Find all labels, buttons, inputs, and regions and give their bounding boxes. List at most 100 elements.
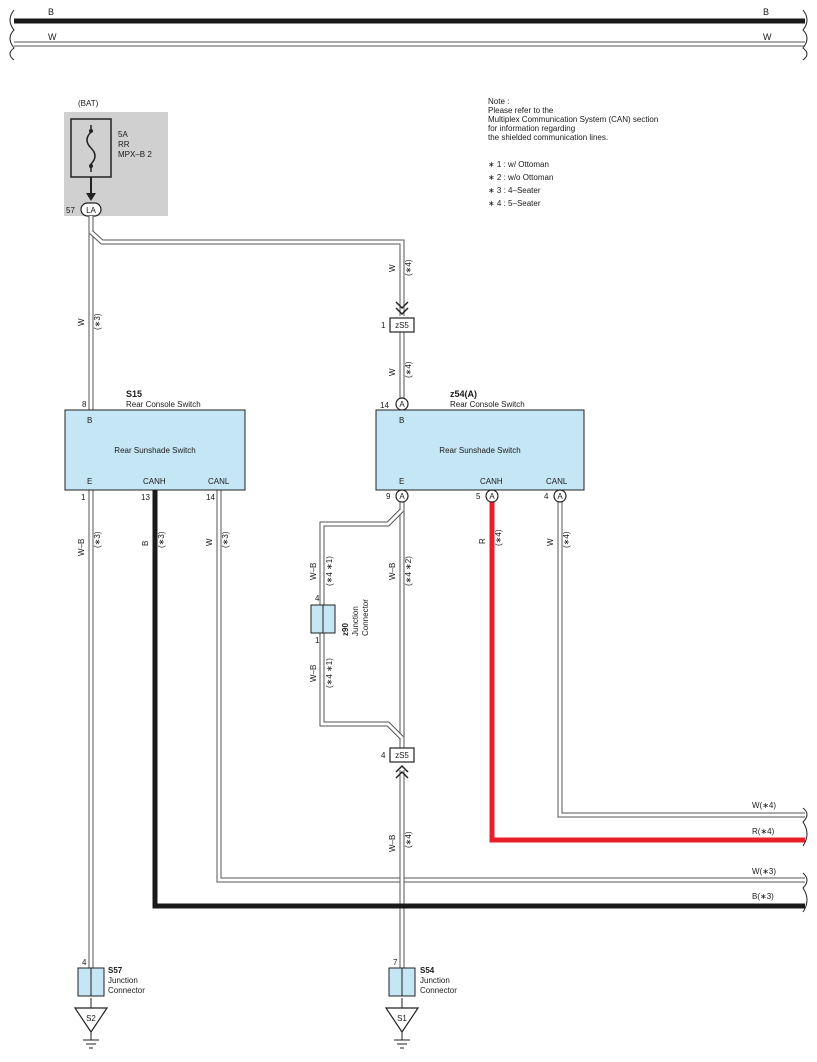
fuse-block: (BAT) 5A RR MPX–B 2 LA 57: [64, 99, 168, 217]
z90-pin-top: 4: [315, 594, 320, 603]
wire-note-s15-canl: (∗3): [221, 531, 230, 548]
wire-label-s15-canl: W: [205, 538, 214, 546]
z54-pin-canh-label: CANH: [480, 477, 503, 486]
s15-inner-label: Rear Sunshade Switch: [114, 446, 195, 455]
s15-pin-canh-number: 13: [141, 493, 150, 502]
note-line-2: Please refer to the: [488, 106, 554, 115]
z54-pin-b-number: 14: [380, 401, 389, 410]
note-line-1: Note :: [488, 97, 509, 106]
footnote-3: ∗ 3 : 4–Seater: [488, 186, 541, 195]
chevron-up-icon: [395, 764, 409, 779]
white-wires: [88, 216, 805, 1008]
z54-pin-canh-conn-label: A: [489, 492, 495, 501]
s54-desc-2: Connector: [420, 986, 457, 995]
ground-triangle-icon: [73, 1007, 109, 1034]
wire-label-s54: W–B: [388, 835, 397, 852]
z54-pin-e-label: E: [399, 477, 404, 486]
right-label-b3: B(∗3): [752, 892, 774, 901]
s15-component: S15 Rear Console Switch 8 B Rear Sunshad…: [64, 389, 246, 502]
wire-label-s15-e: W–B: [77, 539, 86, 556]
s54-pin: 7: [393, 958, 398, 967]
wire-labels: W (∗3) W (∗4) W (∗4) W–B (∗3) B (∗3) W (…: [77, 259, 571, 852]
wire-note-s15-b: (∗3): [93, 313, 102, 330]
right-label-w4: W(∗4): [752, 801, 776, 810]
z54-pin-canl-conn-label: A: [557, 492, 563, 501]
z54-pin-canl-connector: [553, 489, 567, 503]
s57-desc-1: Junction: [108, 976, 138, 985]
wire-note-zs5-z54: (∗4): [404, 361, 413, 378]
footnote-1: ∗ 1 : w/ Ottoman: [488, 160, 549, 169]
fuse-name-1: RR: [118, 140, 130, 149]
zs5-top-label: zS5: [395, 321, 409, 330]
s15-pin-e-label: E: [87, 477, 92, 486]
ground-icon: [394, 1032, 410, 1049]
s15-pin-b-label: B: [87, 416, 92, 425]
s15-id: S15: [126, 389, 142, 399]
chevron-down-icon: [395, 301, 409, 316]
wire-note-s54: (∗4): [404, 831, 413, 848]
wire-label-zs5-z54: W: [388, 368, 397, 376]
z54-inner-label: Rear Sunshade Switch: [439, 446, 520, 455]
s57-junction-connector: 4 S57 Junction Connector S2: [73, 958, 145, 1049]
z54-box: [375, 409, 585, 491]
s54-id: S54: [420, 966, 435, 975]
top-bus-black-label-left: B: [48, 7, 54, 17]
z54-id: z54(A): [450, 389, 477, 399]
right-label-r4: R(∗4): [752, 827, 775, 836]
wire-label-z54-e: W–B: [388, 563, 397, 580]
fuse-icon: [86, 125, 96, 172]
zs5-bottom-connector: zS5 4: [381, 747, 415, 779]
zs5-top-connector: zS5 1: [381, 301, 415, 333]
z90-pin-bot: 1: [315, 636, 320, 645]
wire-label-top-right: W: [388, 264, 397, 272]
z54-name: Rear Console Switch: [450, 400, 525, 409]
z90-id: z90: [341, 623, 350, 636]
s57-ground-label: S2: [86, 1014, 96, 1023]
wire-note-s15-e: (∗3): [93, 531, 102, 548]
note-line-5: the shielded communication lines.: [488, 133, 608, 142]
ground-icon: [83, 1032, 99, 1049]
note-block: Note : Please refer to the Multiplex Com…: [488, 97, 658, 208]
wire-note-z90-top: (∗4 ∗1): [325, 556, 334, 586]
top-bus-white-label-right: W: [763, 32, 772, 42]
s15-pin-canl-number: 14: [206, 493, 215, 502]
z54-pin-b-label: B: [399, 416, 404, 425]
s57-desc-2: Connector: [108, 986, 145, 995]
s15-box: [64, 409, 246, 491]
wire-note-s15-canh: (∗3): [157, 531, 166, 548]
wire-label-z54-canh: R: [478, 538, 487, 544]
zs5-top-pin: 1: [381, 321, 386, 330]
z54-pin-canl-label: CANL: [546, 477, 568, 486]
wire-label-z90-top: W–B: [309, 563, 318, 580]
footnote-2: ∗ 2 : w/o Ottoman: [488, 173, 553, 182]
s54-desc-1: Junction: [420, 976, 450, 985]
z54-pin-canh-number: 5: [476, 492, 481, 501]
fuse-name-2: MPX–B 2: [118, 150, 152, 159]
s15-pin-canh-label: CANH: [143, 477, 166, 486]
s57-id: S57: [108, 966, 123, 975]
wire-label-z90-bot: W–B: [309, 665, 318, 682]
s15-canh-wire: [152, 490, 805, 909]
z54-pin-b-conn-label: A: [399, 400, 405, 409]
fuse-pin-number: 57: [66, 206, 75, 215]
top-bus: B B W W: [9, 7, 808, 61]
z54-pin-canh-connector: [485, 489, 499, 503]
top-bus-black-label-right: B: [763, 7, 769, 17]
fuse-bat-label: (BAT): [78, 99, 99, 108]
s54-junction-connector: 7 S54 Junction Connector S1: [384, 958, 457, 1049]
z54-canh-wire: [489, 502, 805, 843]
note-line-3: Multiplex Communication System (CAN) sec…: [488, 115, 658, 124]
wire-label-s15-b: W: [77, 318, 86, 326]
fuse-box-bg: [64, 112, 168, 216]
wire-note-z54-e: (∗4 ∗2): [404, 556, 413, 586]
s15-pin-e-number: 1: [81, 493, 86, 502]
footnote-4: ∗ 4 : 5–Seater: [488, 199, 541, 208]
zs5-bottom-pin: 4: [381, 751, 386, 760]
right-edge-labels: W(∗4) R(∗4) W(∗3) B(∗3): [752, 801, 776, 901]
wire-label-s15-canh: B: [141, 541, 150, 546]
z54-pin-e-connector: [395, 489, 409, 503]
s54-ground-label: S1: [397, 1014, 407, 1023]
s15-name: Rear Console Switch: [126, 400, 201, 409]
ground-triangle-icon: [384, 1007, 420, 1034]
